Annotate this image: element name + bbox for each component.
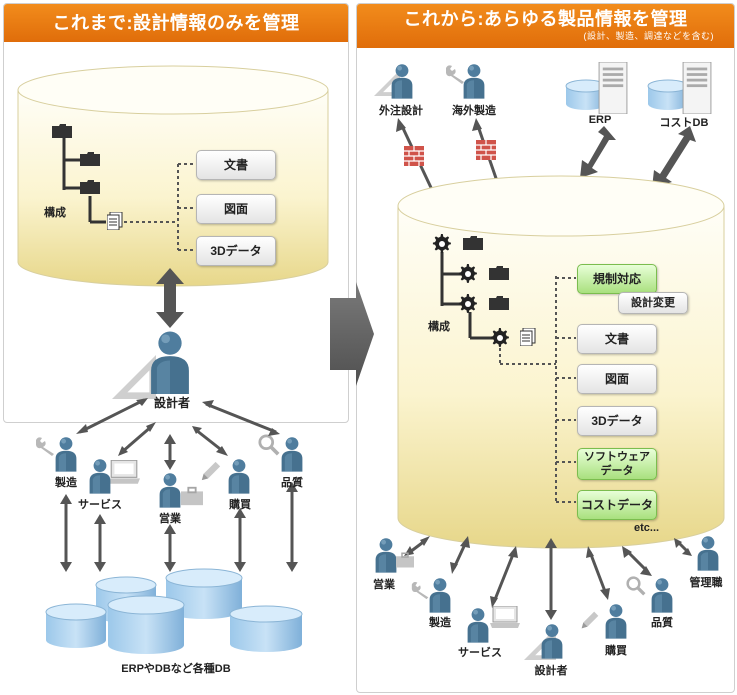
right-tree-label: 構成 <box>428 321 450 333</box>
gear-icon <box>458 264 477 283</box>
left-person-purchasing: 購買 <box>229 499 251 511</box>
gear-icon <box>458 294 477 313</box>
gear-icon <box>490 328 509 347</box>
right-box-software-data: ソフトウェア データ <box>577 448 657 480</box>
right-person-overseas-manufacturing: 海外製造 <box>452 105 496 117</box>
folder-icon <box>489 266 509 280</box>
purchasing-person-icon <box>605 604 627 639</box>
designer-person-icon <box>541 624 563 659</box>
right-box-drawing: 図面 <box>577 364 657 394</box>
right-box-regulatory: 規制対応 <box>577 264 657 294</box>
left-person-manufacturing: 製造 <box>55 477 77 489</box>
folder-icon <box>489 296 509 310</box>
right-person-designer: 設計者 <box>534 665 568 677</box>
right-box-document: 文書 <box>577 324 657 354</box>
magnifier-icon <box>258 434 280 456</box>
document-icon <box>107 212 123 230</box>
designer-person-icon <box>151 331 189 394</box>
right-person-service: サービス <box>458 647 502 659</box>
firewall-icon <box>476 140 496 160</box>
folder-icon <box>52 124 72 138</box>
manufacturing-person-icon <box>55 437 77 472</box>
laptop-icon <box>490 606 520 628</box>
left-db-cluster <box>45 568 303 654</box>
server-icon <box>598 62 628 114</box>
left-tree-label: 構成 <box>44 207 66 219</box>
manager-person-icon <box>697 536 719 571</box>
right-server-cost-db: コストDB <box>659 117 709 129</box>
left-arrow-heads <box>60 398 298 572</box>
left-person-sales: 営業 <box>159 513 181 525</box>
left-connection-arrows <box>64 398 294 566</box>
right-person-outsource-design: 外注設計 <box>379 105 423 117</box>
ruler-icon <box>112 355 156 399</box>
right-tree <box>432 234 576 503</box>
transition-arrow <box>330 282 374 386</box>
wrench-icon <box>411 582 429 600</box>
folder-icon <box>80 180 100 194</box>
right-etc-label: etc... <box>634 522 660 534</box>
service-person-icon <box>467 608 489 643</box>
right-person-manufacturing: 製造 <box>429 617 451 629</box>
purchasing-person-icon <box>228 459 250 494</box>
folder-icon <box>463 236 483 250</box>
left-tree <box>52 124 196 251</box>
right-header-title: これから:あらゆる製品情報を管理 <box>403 9 688 29</box>
overseas-manufacturing-person-icon <box>463 64 485 99</box>
right-server-erp: ERP <box>588 114 612 126</box>
left-person-service: サービス <box>78 499 122 511</box>
document-icon <box>520 328 536 346</box>
outsource-design-person-icon <box>391 64 413 99</box>
right-box-cost-data: コストデータ <box>577 490 657 520</box>
right-person-quality: 品質 <box>651 617 673 629</box>
left-person-quality: 品質 <box>281 477 303 489</box>
right-database-cylinder <box>397 175 725 549</box>
left-box-3d-data: 3Dデータ <box>196 236 276 266</box>
magnifier-icon <box>626 576 646 596</box>
firewall-icon <box>404 146 424 166</box>
bottom-connection-arrows <box>404 536 692 620</box>
left-designer-arrow <box>156 268 184 328</box>
bag-icon <box>181 486 203 506</box>
pencil-icon <box>581 611 599 629</box>
right-box-design-change: 設計変更 <box>618 292 688 314</box>
right-box-software-data-text: ソフトウェア データ <box>584 451 650 477</box>
laptop-icon <box>108 460 140 484</box>
left-box-drawing: 図面 <box>196 194 276 224</box>
right-person-sales: 営業 <box>373 579 395 591</box>
left-db-label: ERPやDBなど各種DB <box>121 663 231 675</box>
sales-person-icon <box>159 473 181 508</box>
left-panel-header: これまで:設計情報のみを管理 <box>4 4 348 42</box>
quality-person-icon <box>651 578 673 613</box>
right-person-purchasing: 購買 <box>605 645 627 657</box>
erp-server <box>565 62 628 114</box>
left-box-document: 文書 <box>196 150 276 180</box>
server-icon <box>682 62 712 114</box>
manufacturing-person-icon <box>429 578 451 613</box>
right-box-3d-data: 3Dデータ <box>577 406 657 436</box>
sales-person-icon <box>375 538 397 573</box>
service-person-icon <box>89 459 111 494</box>
right-header-subtitle: (設計、製造、調達などを含む) <box>583 31 714 41</box>
right-person-manager: 管理職 <box>689 577 723 589</box>
cost-db-server <box>647 62 712 114</box>
pencil-icon <box>201 461 221 481</box>
right-panel-header: これから:あらゆる製品情報を管理 (設計、製造、調達などを含む) <box>357 4 734 48</box>
quality-person-icon <box>281 437 303 472</box>
left-designer-label: 設計者 <box>153 396 191 410</box>
wrench-icon <box>446 65 464 84</box>
folder-icon <box>80 152 100 166</box>
gear-icon <box>432 234 451 253</box>
wrench-icon <box>36 437 54 456</box>
